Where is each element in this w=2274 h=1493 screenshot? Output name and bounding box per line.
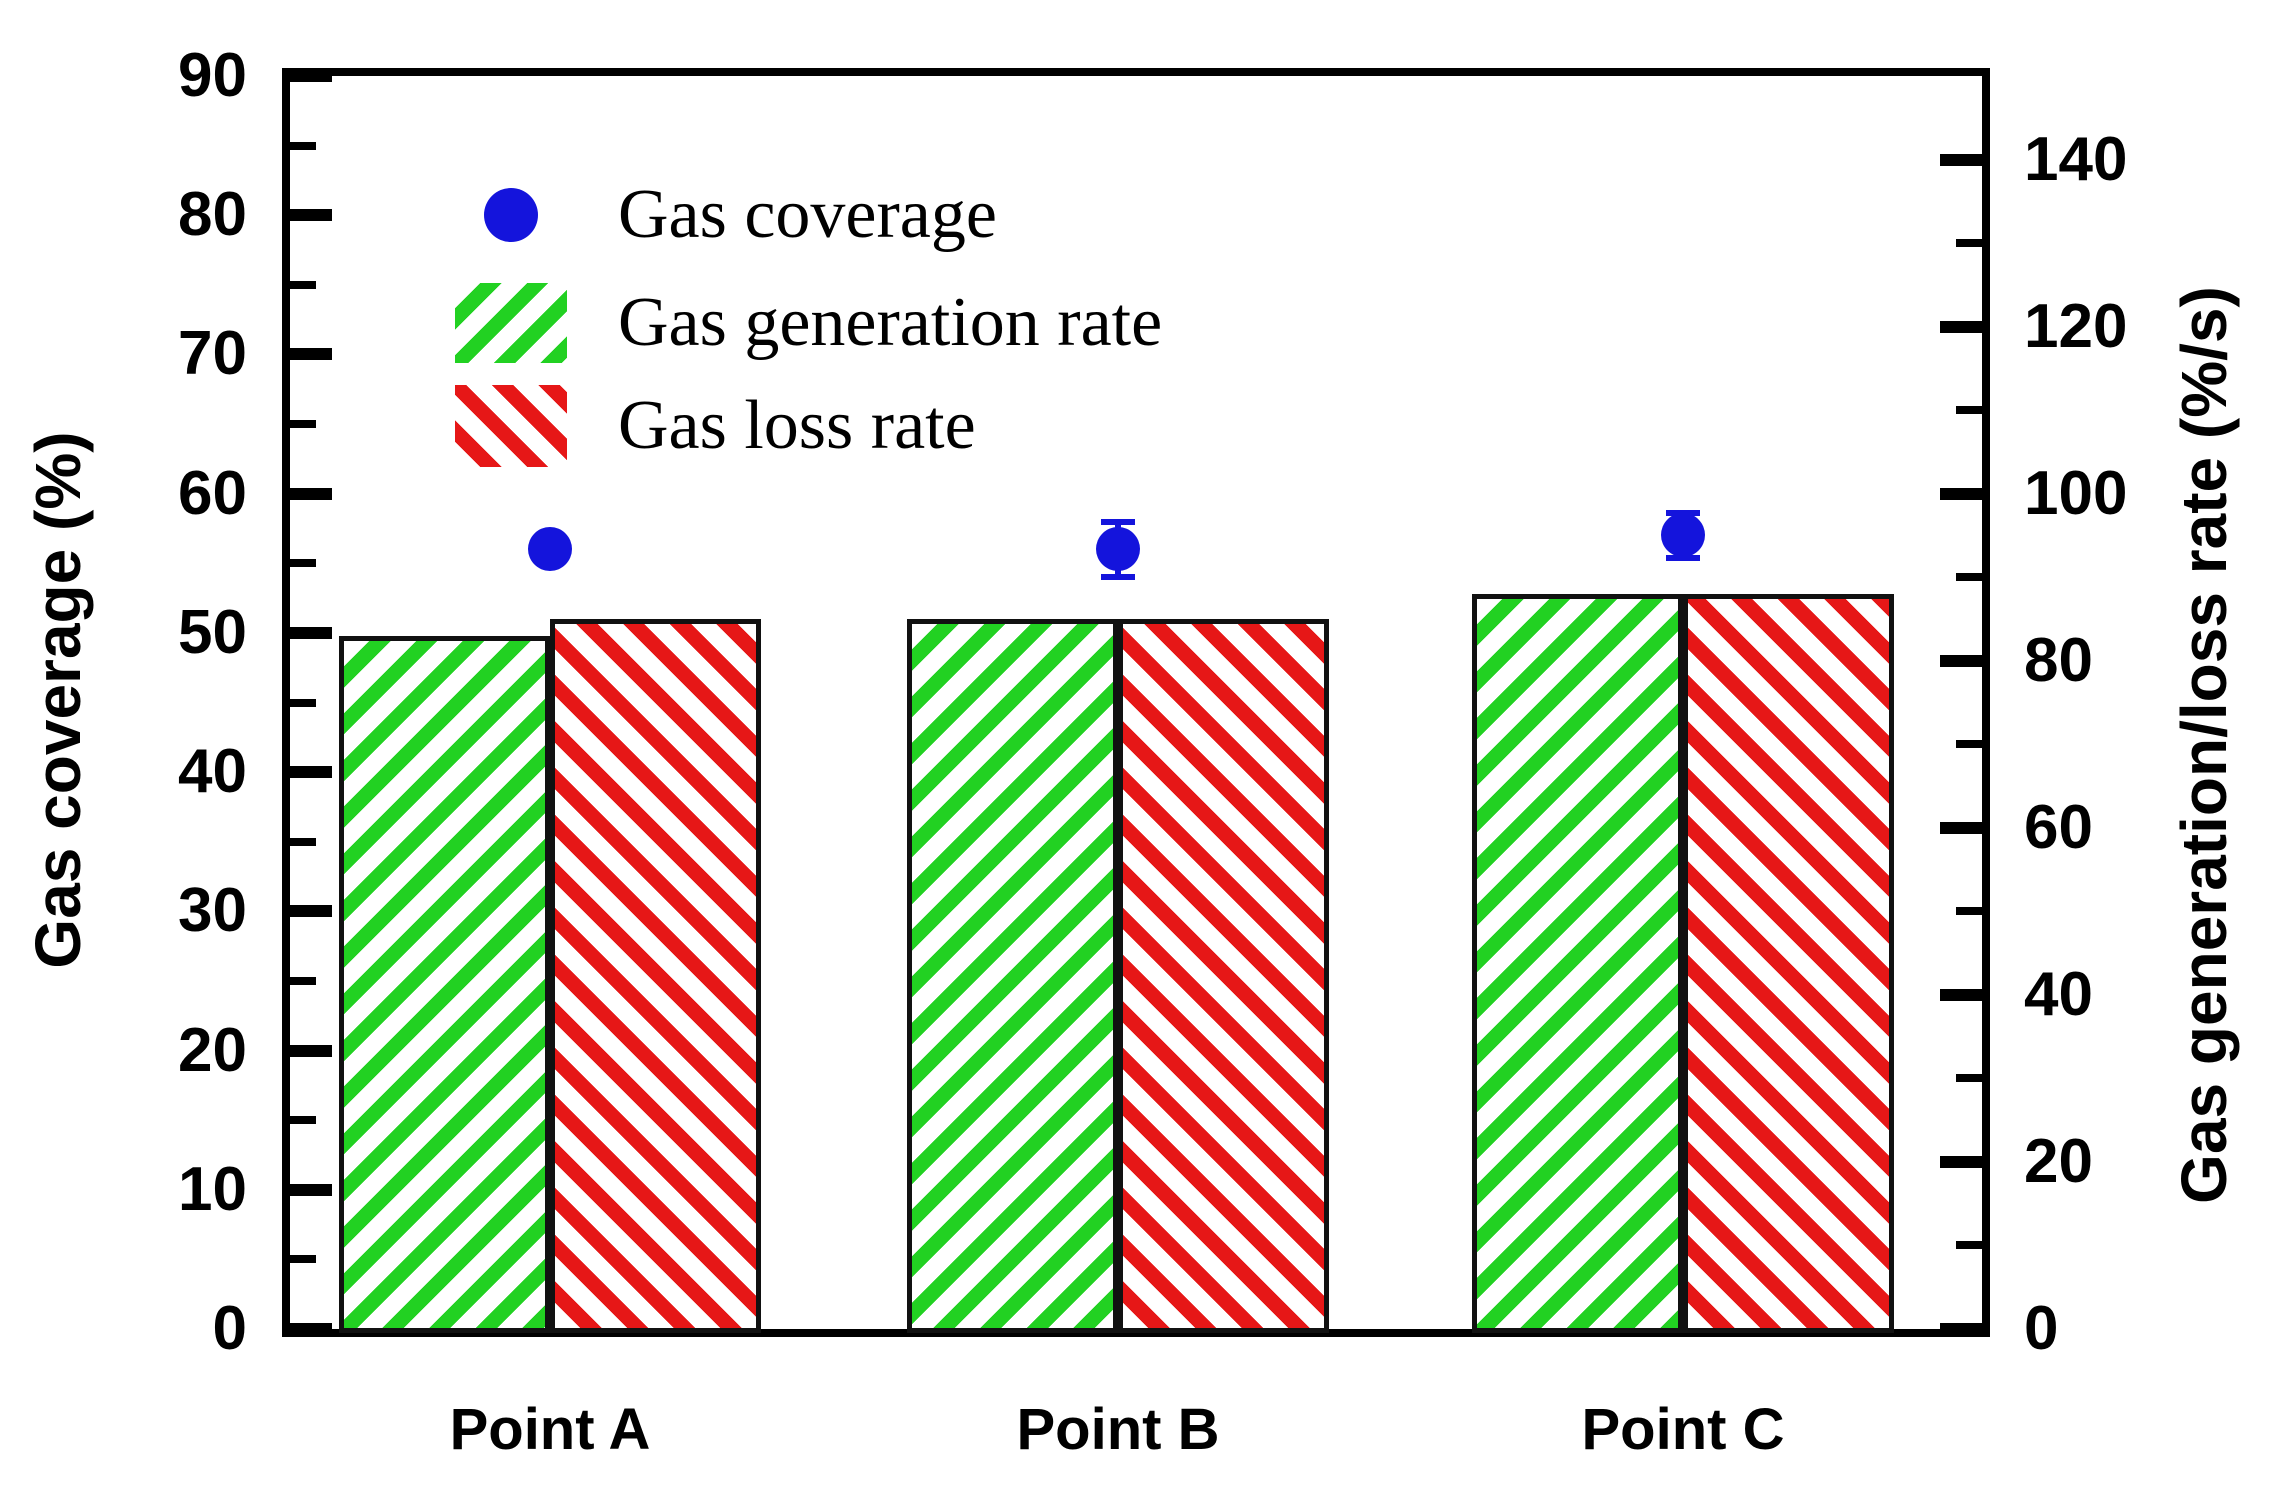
left-axis-tick [290, 1044, 332, 1057]
right-axis-tick-label: 80 [2024, 625, 2093, 695]
right-axis-tick [1956, 406, 1982, 415]
legend-label: Gas coverage [618, 176, 997, 253]
left-axis-tick [290, 348, 332, 361]
left-axis-tick [290, 837, 316, 846]
legend-label: Gas loss rate [618, 387, 976, 464]
right-axis-tick-label: 120 [2024, 291, 2128, 361]
left-axis-tick-label: 0 [212, 1294, 247, 1363]
right-axis-tick-label: 0 [2024, 1294, 2059, 1363]
right-axis-tick [1956, 573, 1982, 582]
bar-gas-loss-rate [1683, 593, 1894, 1333]
left-axis-tick [290, 905, 332, 918]
right-axis-tick [1940, 320, 1982, 333]
right-axis-tick [1940, 654, 1982, 667]
right-axis-tick [1940, 153, 1982, 166]
right-axis-tick [1940, 1323, 1982, 1335]
left-axis-tick-label: 80 [178, 180, 247, 250]
right-axis-tick [1956, 1241, 1982, 1250]
right-axis-tick [1956, 239, 1982, 248]
right-axis-tick-label: 40 [2024, 959, 2093, 1029]
left-axis-tick [290, 559, 316, 568]
right-axis-tick [1956, 1074, 1982, 1083]
right-axis-tick [1940, 487, 1982, 500]
left-axis-tick-label: 10 [178, 1154, 247, 1224]
gas-coverage-point [1096, 527, 1140, 572]
left-axis-tick-label: 90 [178, 41, 247, 110]
left-axis-tick [290, 209, 332, 222]
right-axis-tick-label: 60 [2024, 792, 2093, 862]
right-axis-tick [1956, 907, 1982, 916]
gas-coverage-point [1661, 513, 1705, 558]
right-axis-tick [1940, 1155, 1982, 1168]
bar-gas-generation-rate [339, 635, 550, 1333]
gas-coverage-point [528, 527, 572, 572]
error-bar-cap [1666, 510, 1700, 517]
left-axis-tick [290, 1255, 316, 1264]
left-axis-tick-label: 20 [178, 1015, 247, 1085]
left-axis-tick-label: 70 [178, 319, 247, 389]
x-category-label: Point A [449, 1397, 651, 1462]
plot-frame [282, 68, 1990, 1337]
legend-swatch-gas-loss-rate [455, 385, 567, 467]
left-axis-tick [290, 141, 316, 150]
left-axis-tick-label: 60 [178, 458, 247, 528]
left-axis-tick [290, 70, 332, 82]
left-axis-tick-label: 30 [178, 876, 247, 946]
left-axis-tick [290, 976, 316, 985]
right-axis-tick [1956, 740, 1982, 749]
bar-gas-loss-rate [550, 618, 761, 1333]
bar-gas-loss-rate [1118, 618, 1329, 1333]
left-axis-tick [290, 698, 316, 707]
legend-marker-gas-coverage [484, 188, 538, 242]
x-category-label: Point B [1016, 1397, 1220, 1462]
left-axis-tick [290, 1116, 316, 1125]
left-axis-tick [290, 626, 332, 639]
legend-label: Gas generation rate [618, 284, 1163, 361]
bar-gas-generation-rate [1472, 593, 1683, 1333]
error-bar-cap [1101, 518, 1135, 525]
right-axis-tick-label: 140 [2024, 124, 2128, 194]
left-axis-tick [290, 766, 332, 779]
left-axis-tick [290, 487, 332, 500]
left-axis-tick-label: 50 [178, 597, 247, 667]
left-axis-tick-label: 40 [178, 737, 247, 807]
error-bar-cap [1666, 554, 1700, 561]
left-axis-tick [290, 1323, 332, 1335]
right-axis-title: Gas generation/loss rate (%/s) [2168, 286, 2240, 1204]
right-axis-tick [1940, 988, 1982, 1001]
bar-gas-generation-rate [907, 618, 1118, 1333]
legend-swatch-gas-generation-rate [455, 283, 567, 363]
error-bar-cap [1101, 574, 1135, 581]
left-axis-tick [290, 1183, 332, 1196]
right-axis-tick-label: 20 [2024, 1126, 2093, 1196]
left-axis-tick [290, 420, 316, 429]
x-category-label: Point C [1581, 1397, 1785, 1462]
left-axis-tick [290, 280, 316, 289]
right-axis-tick-label: 100 [2024, 458, 2128, 528]
right-axis-tick [1940, 821, 1982, 834]
